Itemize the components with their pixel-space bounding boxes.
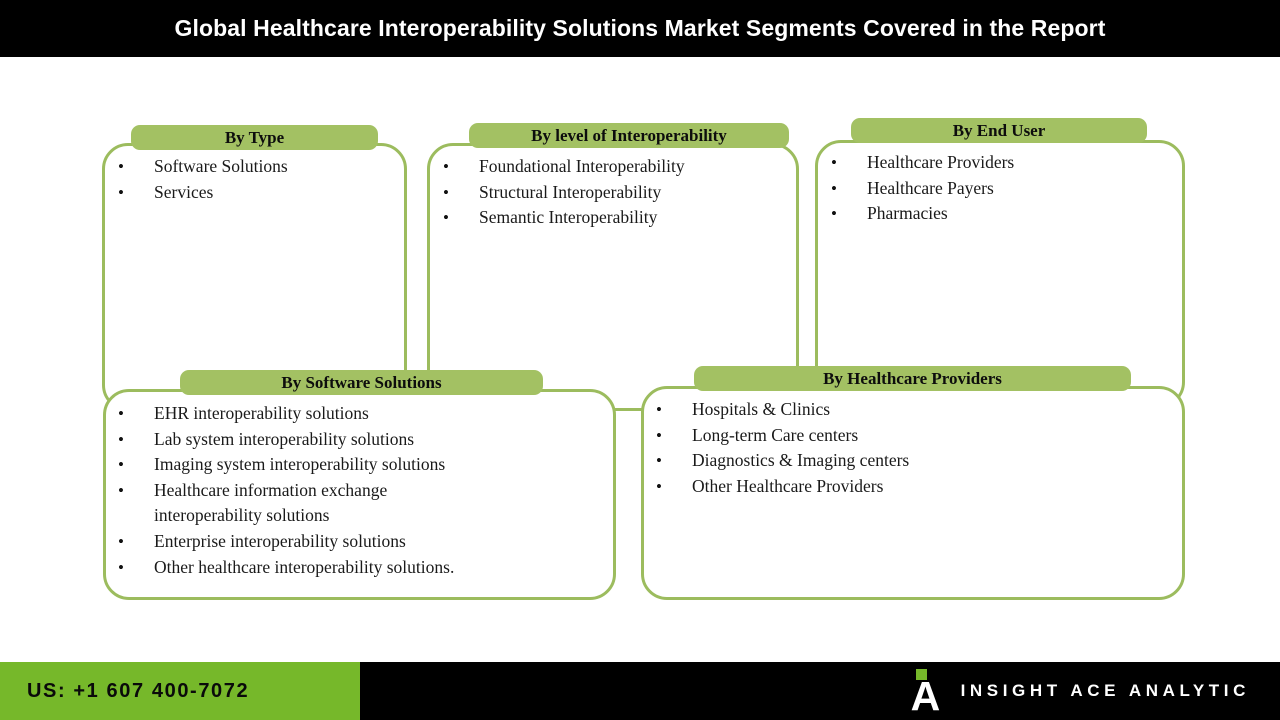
bullet-icon: • (656, 400, 662, 419)
list-item: • Healthcare Payers (831, 176, 1171, 202)
logo-letter: A (910, 673, 941, 719)
bullet-icon: • (656, 451, 662, 471)
bullet-icon: • (656, 476, 662, 496)
insight-ace-logo-icon: A (910, 669, 945, 719)
footer-contact-block (0, 662, 360, 720)
bullet-icon: • (118, 531, 124, 551)
bullet-icon: • (443, 208, 449, 228)
bullet-icon: • (118, 557, 124, 577)
list-item: • Long-term Care centers (656, 423, 1172, 449)
bullet-icon: • (443, 157, 449, 176)
bullet-icon: • (831, 153, 837, 172)
list-item: • Software Solutions (118, 154, 396, 180)
segment-card-by-healthcare-providers (641, 386, 1185, 600)
brand-name: INSIGHT ACE ANALYTIC (960, 681, 1250, 700)
list-item: • Imaging system interoperability soluti… (118, 452, 603, 478)
segment-card-by-end-user (815, 140, 1185, 408)
segment-card-title-by-end-user: By End User (851, 118, 1147, 143)
bullet-icon: • (118, 480, 124, 500)
list-item: • Enterprise interoperability solutions (118, 529, 603, 555)
list-item: • Services (118, 180, 396, 206)
segment-card-list-by-end-user: • Healthcare Providers • Healthcare Paye… (831, 150, 1171, 227)
list-item: • Hospitals & Clinics (656, 397, 1172, 423)
bullet-icon: • (831, 204, 837, 224)
list-item: • Healthcare information exchange intero… (118, 479, 388, 526)
segment-card-list-by-software-solutions: • EHR interoperability solutions • Lab s… (118, 401, 603, 580)
brand-logo: A INSIGHT ACE ANALYTIC (911, 662, 1250, 720)
list-item: • Healthcare Providers (831, 150, 1171, 176)
segment-card-by-software-solutions (103, 389, 616, 600)
segment-card-list-by-level-of-interoperability: • Foundational Interoperability • Struct… (443, 154, 788, 231)
segment-card-title-by-software-solutions: By Software Solutions (180, 370, 543, 395)
bullet-icon: • (656, 425, 662, 445)
segment-card-list-by-healthcare-providers: • Hospitals & Clinics • Long-term Care c… (656, 397, 1172, 499)
list-item: • Lab system interoperability solutions (118, 427, 603, 453)
footer-phone-number[interactable]: US: +1 607 400-7072 (27, 680, 250, 702)
list-item: • Other healthcare interoperability solu… (118, 555, 603, 581)
segment-card-title-by-type: By Type (131, 125, 378, 150)
footer-bar: US: +1 607 400-7072 A INSIGHT ACE ANALYT… (0, 662, 1280, 720)
segments-diagram: By Type • Software Solutions • Services … (0, 57, 1280, 662)
list-item: • Structural Interoperability (443, 180, 788, 206)
bullet-icon: • (118, 429, 124, 449)
bullet-icon: • (118, 182, 124, 202)
segment-card-title-by-level-of-interoperability: By level of Interoperability (469, 123, 789, 148)
top-banner (0, 0, 1280, 57)
segment-card-list-by-type: • Software Solutions • Services (118, 154, 396, 205)
segment-card-by-type (102, 143, 407, 411)
list-item: • Foundational Interoperability (443, 154, 788, 180)
bullet-icon: • (118, 404, 124, 423)
list-item: • Pharmacies (831, 201, 1171, 227)
list-item: • Semantic Interoperability (443, 205, 788, 231)
segment-card-title-by-healthcare-providers: By Healthcare Providers (694, 366, 1131, 391)
list-item: • Diagnostics & Imaging centers (656, 448, 1172, 474)
logo-square-accent (915, 669, 927, 680)
list-item: • Other Healthcare Providers (656, 474, 1172, 500)
page-title: Global Healthcare Interoperability Solut… (174, 15, 1106, 41)
bullet-icon: • (118, 157, 124, 176)
bullet-icon: • (118, 455, 124, 475)
list-item: • EHR interoperability solutions (118, 401, 603, 427)
bullet-icon: • (831, 178, 837, 198)
bullet-icon: • (443, 182, 449, 202)
